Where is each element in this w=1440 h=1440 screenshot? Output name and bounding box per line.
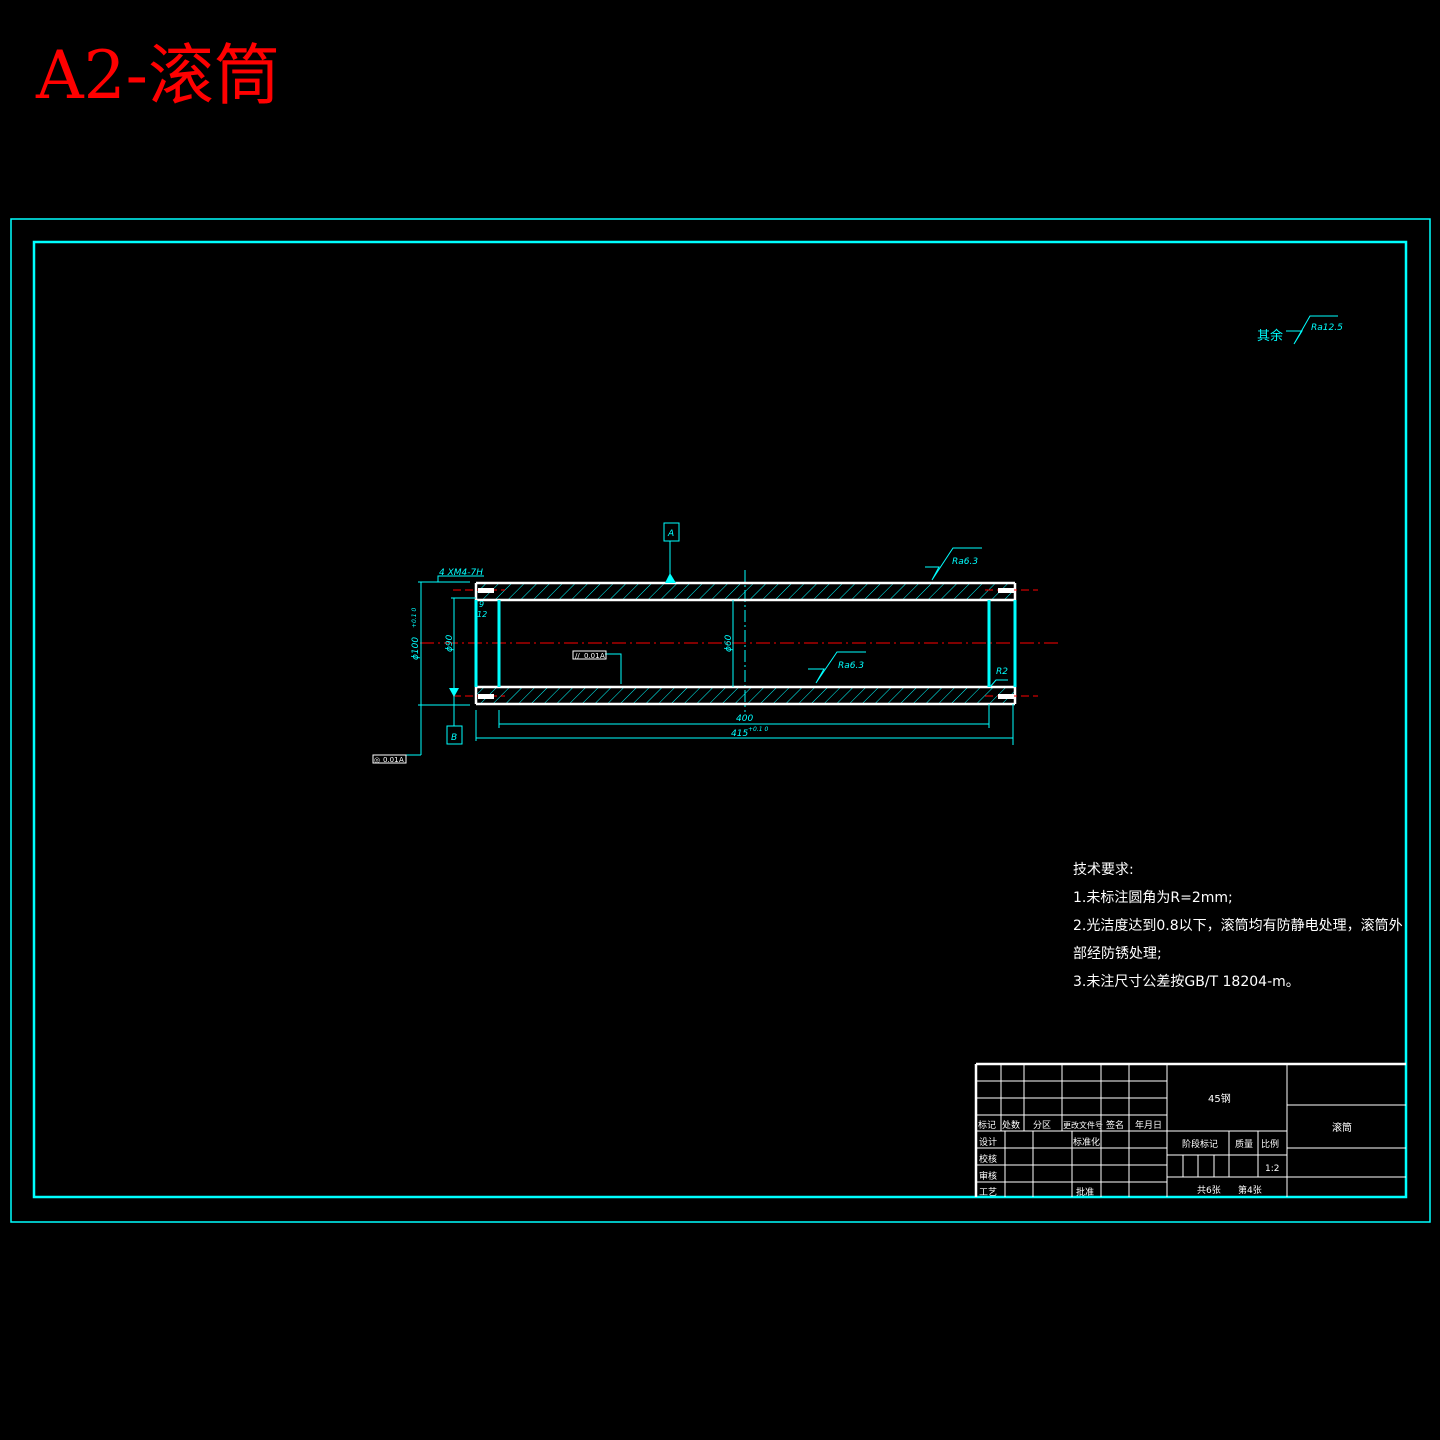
dim-inner-dia: ϕ90 [445,634,455,652]
svg-text:2.光洁度达到0.8以下，滚筒均有防静电处理，滚筒外: 2.光洁度达到0.8以下，滚筒均有防静电处理，滚筒外 [1073,917,1403,934]
svg-text:审核: 审核 [979,1170,997,1182]
svg-text:0.01: 0.01 [383,756,399,764]
svg-text:共6张: 共6张 [1197,1185,1221,1196]
svg-text:签名: 签名 [1106,1119,1124,1131]
dim-400: 400 [736,714,753,724]
svg-text:部经防锈处理;: 部经防锈处理; [1073,946,1162,962]
datum-b: B [446,697,463,745]
svg-text:A: A [600,652,605,660]
svg-text:更改文件号: 更改文件号 [1063,1120,1103,1130]
svg-text:技术要求:: 技术要求: [1073,862,1134,878]
dim-bore-dia: ϕ60 [724,634,734,652]
dim-outer-dia: ϕ100 [411,637,421,660]
svg-text:A: A [399,756,404,764]
svg-text:批准: 批准 [1076,1186,1094,1198]
svg-text:第4张: 第4张 [1238,1184,1262,1196]
dim-415-tol: +0.1 0 [748,726,768,733]
part-name: 滚筒 [1332,1121,1352,1134]
thread-note: 4 XM4-7H [439,568,483,578]
svg-text:工艺: 工艺 [979,1187,997,1198]
svg-text:阶段标记: 阶段标记 [1182,1138,1218,1150]
dim-9: 9 [479,600,484,609]
tolerance-parallel: // 0.01 A [572,650,607,660]
material: 45钢 [1208,1092,1231,1105]
svg-text:0.01: 0.01 [584,652,600,660]
tech-requirements: 技术要求: 1.未标注圆角为R=2mm; 2.光洁度达到0.8以下，滚筒均有防静… [1073,862,1403,990]
dimensions [405,541,1014,756]
svg-text://: // [575,652,580,660]
tolerance-runout: ◎ 0.01 A [372,754,407,764]
svg-text:校核: 校核 [979,1153,997,1165]
svg-text:B: B [451,733,457,743]
datum-a: A [663,522,680,542]
outer-frame [10,218,1431,1223]
svg-text:设计: 设计 [979,1136,997,1148]
scale-value: 1:2 [1265,1164,1279,1174]
svg-text:标准化: 标准化 [1073,1136,1100,1148]
drawing-title: A2-滚筒 [35,37,280,114]
inner-frame [32,240,1408,1199]
svg-text:3.未注尺寸公差按GB/T 18204-m。: 3.未注尺寸公差按GB/T 18204-m。 [1073,974,1300,990]
svg-text:处数: 处数 [1002,1119,1020,1131]
svg-text:比例: 比例 [1261,1138,1279,1150]
fillet-r2: R2 [996,667,1008,677]
svg-text:年月日: 年月日 [1135,1119,1162,1131]
dim-outer-tol: +0.1 0 [411,608,418,628]
svg-text:1.未标注圆角为R=2mm;: 1.未标注圆角为R=2mm; [1073,890,1233,906]
svg-text:◎: ◎ [374,756,380,764]
dim-415: 415 [731,729,748,739]
svg-text:其余: 其余 [1257,328,1283,344]
svg-text:A: A [667,529,674,539]
roughness-top: Ra6.3 [952,557,978,567]
roller-section-view [420,570,1058,712]
svg-text:标记: 标记 [978,1119,996,1131]
svg-text:Ra12.5: Ra12.5 [1311,323,1343,333]
svg-text:质量: 质量 [1235,1138,1253,1150]
roughness-inner: Ra6.3 [838,661,864,671]
title-block [974,1062,1406,1197]
svg-text:分区: 分区 [1033,1120,1051,1131]
roughness-rest-symbol: 其余 Ra12.5 [1257,315,1343,345]
dim-12: 12 [477,610,487,619]
